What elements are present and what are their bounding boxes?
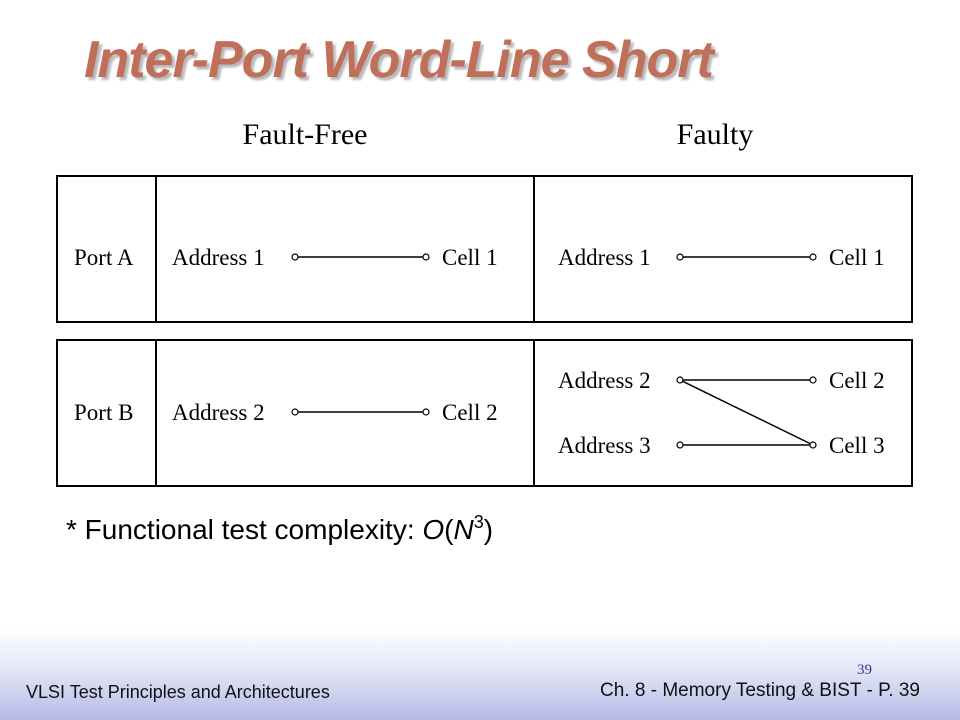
port-a-faulty-address: Address 1 (558, 245, 651, 270)
port-b-ff-cell: Cell 2 (442, 400, 498, 425)
port-a-label: Port A (74, 245, 134, 270)
header-fault-free: Fault-Free (243, 118, 368, 151)
port-a-faulty-cell: Cell 1 (829, 245, 885, 270)
port-b-faulty-cell-3: Cell 3 (829, 433, 885, 458)
complexity-open-paren: ( (444, 514, 454, 545)
complexity-fn: O (422, 514, 445, 545)
port-b-faulty-cell-3-node (809, 441, 817, 449)
port-b-faulty-cell-2: Cell 2 (829, 368, 885, 393)
footer-band (0, 628, 960, 720)
port-a-ff-address-node (291, 253, 299, 261)
port-a-ff-cell: Cell 1 (442, 245, 498, 270)
port-b-ff-cell-node (422, 408, 430, 416)
complexity-note-prefix: * Functional test complexity: (66, 514, 423, 545)
port-b-faulty-address-3-node (676, 441, 684, 449)
slide-title: Inter-Port Word-Line Short (84, 31, 714, 89)
port-b-ff-address: Address 2 (172, 400, 265, 425)
port-b-faulty-address-3: Address 3 (558, 433, 651, 458)
port-a-faulty-address-node (676, 253, 684, 261)
port-b-ff-address-node (291, 408, 299, 416)
port-a-box (56, 175, 913, 323)
port-a-faulty-cell-node (809, 253, 817, 261)
footer-chapter-page: Ch. 8 - Memory Testing & BIST - P. 39 (600, 680, 920, 701)
complexity-close-paren: ) (483, 514, 494, 545)
port-a-ff-address: Address 1 (172, 245, 265, 270)
port-b-faulty-address-2-node (676, 376, 684, 384)
inter-port-short-line (679, 379, 814, 446)
complexity-exponent: 3 (473, 512, 484, 532)
footer-course-title: VLSI Test Principles and Architectures (26, 682, 330, 702)
port-b-faulty-cell-2-node (809, 376, 817, 384)
port-a-ff-cell-node (422, 253, 430, 261)
complexity-note: * Functional test complexity: O(N3) (66, 512, 493, 546)
port-b-faulty-address-2: Address 2 (558, 368, 651, 393)
slide-number: 39 (857, 662, 872, 678)
port-b-label: Port B (74, 400, 133, 425)
header-faulty: Faulty (677, 118, 754, 151)
complexity-var: N (453, 514, 474, 545)
port-b-box (56, 339, 913, 487)
